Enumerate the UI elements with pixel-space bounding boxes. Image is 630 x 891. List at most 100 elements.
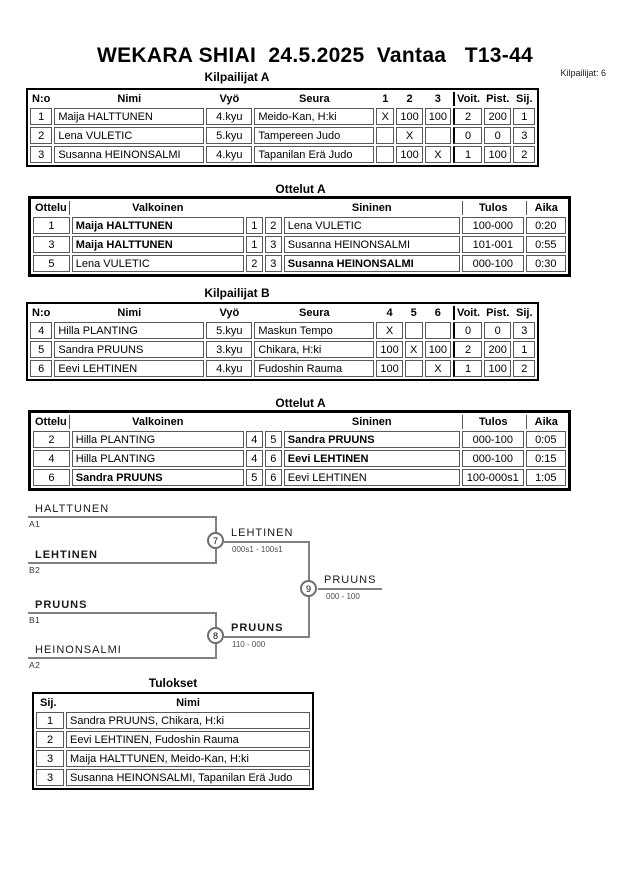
bracket-line	[224, 541, 310, 543]
blue-competitor: Susanna HEINONSALMI	[283, 255, 460, 272]
final-winner: PRUUNS	[324, 574, 377, 586]
place-cell: 1	[513, 341, 536, 358]
result-name: Eevi LEHTINEN, Fudoshin Rauma	[66, 731, 310, 748]
page-title: WEKARA SHIAI 24.5.2025 Vantaa T13-44	[96, 44, 534, 67]
table-row: 4 Hilla PLANTING 4 6 Eevi LEHTINEN 000-1…	[33, 450, 566, 467]
match-result-cell: X	[404, 341, 423, 358]
match-result-cell	[404, 360, 423, 377]
competitor-belt: 3.kyu	[206, 341, 253, 358]
bracket-line	[28, 612, 217, 614]
results-title: Tulokset	[148, 676, 198, 690]
col-place: Sij.	[516, 307, 533, 319]
match-number: 6	[33, 469, 70, 486]
blue-number: 6	[264, 469, 282, 486]
competitor-number: 3	[30, 146, 53, 163]
col-white: Valkoinen	[132, 416, 184, 428]
points-cell: 200	[484, 341, 512, 358]
competitor-club: Fudoshin Rauma	[254, 360, 375, 377]
col-match-number: Ottelu	[33, 415, 70, 429]
bracket-line	[224, 636, 310, 638]
table-row: 3 Susanna HEINONSALMI 4.kyu Tapanilan Er…	[30, 146, 536, 163]
blue-competitor: Eevi LEHTINEN	[283, 469, 460, 486]
white-number: 5	[245, 469, 263, 486]
match-result-cell: 100	[424, 341, 452, 358]
wins-cell: 1	[453, 360, 483, 377]
col-number: N:o	[32, 93, 51, 105]
col-white: Valkoinen	[132, 202, 184, 214]
table-row: 3 Maija HALTTUNEN, Meido-Kan, H:ki	[36, 750, 310, 767]
bracket-entry-name: PRUUNS	[35, 599, 88, 611]
participants-count-note: Kilpailijat: 6	[560, 68, 606, 78]
match-time: 0:20	[525, 217, 566, 234]
final-score: 000 - 100	[326, 592, 360, 601]
match-number-circle: 8	[207, 627, 224, 644]
table-row: 2 Hilla PLANTING 4 5 Sandra PRUUNS 000-1…	[33, 431, 566, 448]
table-row: 5 Sandra PRUUNS 3.kyu Chikara, H:ki 100 …	[30, 341, 536, 358]
match-time: 0:15	[525, 450, 566, 467]
matches-b-header-row: Ottelu Valkoinen Sininen Tulos Aika	[33, 415, 566, 429]
blue-number: 3	[264, 236, 282, 253]
result-name: Susanna HEINONSALMI, Tapanilan Erä Judo	[66, 769, 310, 786]
col-name: Nimi	[117, 307, 142, 319]
competitor-name: Maija HALTTUNEN	[54, 108, 205, 125]
white-number: 4	[245, 450, 263, 467]
pool-a-header-row: N:o Nimi Vyö Seura 1 2 3 Voit. Pist. Sij…	[30, 92, 535, 106]
match-result-cell: 100	[396, 146, 423, 163]
match-result-cell	[376, 146, 395, 163]
col-blue: Sininen	[351, 202, 392, 214]
white-competitor: Lena VULETIC	[71, 255, 244, 272]
col-belt: Vyö	[219, 307, 240, 319]
table-row: 4 Hilla PLANTING 5.kyu Maskun Tempo X 0 …	[30, 322, 536, 339]
col-match-4: 4	[386, 307, 393, 319]
place-cell: 3	[513, 127, 536, 144]
competitor-number: 6	[30, 360, 53, 377]
match-result-cell: X	[376, 322, 403, 339]
matches-b-title: Ottelut A	[275, 396, 326, 410]
bracket-entry-seed: A2	[29, 660, 41, 670]
table-row: 1 Maija HALTTUNEN 1 2 Lena VULETIC 100-0…	[33, 217, 566, 234]
match-result-cell: 100	[376, 341, 403, 358]
blue-number: 6	[264, 450, 282, 467]
spacer	[265, 415, 282, 429]
table-row: 2 Eevi LEHTINEN, Fudoshin Rauma	[36, 731, 310, 748]
match-time: 0:55	[525, 236, 566, 253]
pool-a-table: N:o Nimi Vyö Seura 1 2 3 Voit. Pist. Sij…	[26, 88, 540, 167]
col-time: Aika	[525, 201, 566, 215]
competitor-belt: 4.kyu	[206, 146, 253, 163]
match-result-cell: X	[424, 360, 452, 377]
wins-cell: 1	[453, 146, 483, 163]
col-result: Tulos	[461, 415, 524, 429]
match-result-cell: 100	[396, 108, 423, 125]
col-match-number: Ottelu	[33, 201, 70, 215]
competitor-name: Hilla PLANTING	[54, 322, 205, 339]
match-result-cell: X	[424, 146, 452, 163]
competitor-number: 5	[30, 341, 53, 358]
match-number: 2	[33, 431, 70, 448]
table-row: 3 Susanna HEINONSALMI, Tapanilan Erä Jud…	[36, 769, 310, 786]
pool-b-header-row: N:o Nimi Vyö Seura 4 5 6 Voit. Pist. Sij…	[30, 306, 535, 320]
match-result: 100-000	[461, 217, 524, 234]
col-match-1: 1	[382, 93, 389, 105]
match-result: 000-100	[461, 255, 524, 272]
col-place: Sij.	[516, 93, 533, 105]
white-competitor: Maija HALTTUNEN	[71, 236, 244, 253]
col-blue: Sininen	[351, 416, 392, 428]
bracket-line	[28, 657, 217, 659]
table-row: 1 Maija HALTTUNEN 4.kyu Meido-Kan, H:ki …	[30, 108, 536, 125]
blue-number: 2	[264, 217, 282, 234]
white-number: 4	[245, 431, 263, 448]
table-row: 6 Sandra PRUUNS 5 6 Eevi LEHTINEN 100-00…	[33, 469, 566, 486]
competitor-name: Lena VULETIC	[54, 127, 205, 144]
competitor-name: Susanna HEINONSALMI	[54, 146, 205, 163]
match-result-cell	[404, 322, 423, 339]
match-number: 1	[33, 217, 70, 234]
pool-b-table: N:o Nimi Vyö Seura 4 5 6 Voit. Pist. Sij…	[26, 302, 540, 381]
col-wins: Voit.	[453, 92, 482, 106]
points-cell: 200	[484, 108, 512, 125]
results-header-row: Sij. Nimi	[36, 696, 310, 710]
result-name: Maija HALTTUNEN, Meido-Kan, H:ki	[66, 750, 310, 767]
table-row: 5 Lena VULETIC 2 3 Susanna HEINONSALMI 0…	[33, 255, 566, 272]
match-result: 000-100	[461, 450, 524, 467]
blue-competitor: Lena VULETIC	[283, 217, 460, 234]
bracket-entry-seed: A1	[29, 519, 41, 529]
